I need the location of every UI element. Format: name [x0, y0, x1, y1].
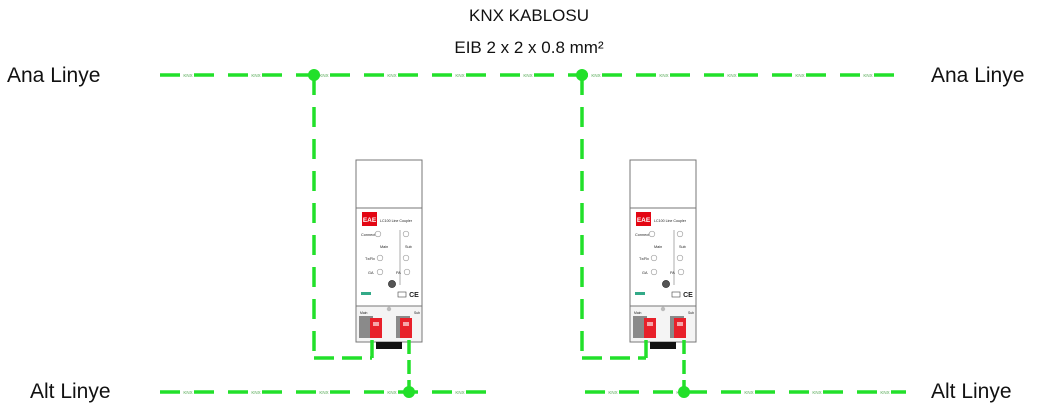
sub-junction-1 [403, 386, 415, 398]
cable-marking: KNX [744, 390, 753, 395]
cable-spec: EIB 2 x 2 x 0.8 mm² [454, 38, 604, 57]
din-clip [376, 342, 402, 349]
txrx-main-led [650, 254, 658, 262]
terminal-main-slot [647, 322, 653, 326]
brand-logo-text: EAE [363, 217, 377, 224]
main-line-label-left: Ana Linye [7, 64, 101, 87]
cable-marking: KNX [251, 390, 260, 395]
terminal-main-label: Main [634, 311, 641, 315]
pa-led [677, 268, 685, 276]
txrx-sub-led [402, 254, 410, 262]
terminal-sub-label: Sub [688, 311, 694, 315]
pa-led [403, 268, 411, 276]
ga-led [650, 268, 658, 276]
txrx-sub-led [676, 254, 684, 262]
coupler-top-cover [629, 159, 697, 209]
brand-badge [362, 212, 377, 226]
cable-title: KNX KABLOSU [469, 6, 589, 25]
model-label: LC100 Line Coupler [380, 219, 413, 223]
cable-marking: KNX [455, 73, 464, 78]
cable-marking: KNX [319, 73, 328, 78]
knx-logo-icon [635, 292, 645, 295]
terminal-sub-red [674, 318, 686, 338]
txrx-label: Tx/Rx [365, 257, 375, 261]
terminal-main-grey [633, 316, 647, 338]
cable-marking: KNX [523, 73, 532, 78]
cable-marking: KNX [795, 73, 804, 78]
main-led [402, 230, 410, 238]
txrx-main-led [376, 254, 384, 262]
connect-led [648, 230, 656, 238]
ga-led [376, 268, 384, 276]
terminal-sub-label: Sub [414, 311, 420, 315]
sub-line-1-cable: KNX KNX KNX KNX KNX [160, 390, 490, 395]
main-junction-2 [576, 69, 588, 81]
terminal-sub-slot [677, 322, 683, 326]
symbol-icon [671, 291, 681, 298]
programming-button-icon [388, 280, 396, 288]
sub-line-label-left: Alt Linye [30, 380, 111, 403]
ga-label: GA [642, 271, 648, 275]
cable-marking: KNX [387, 390, 396, 395]
terminal-main-grey [359, 316, 373, 338]
main-label: Main [380, 245, 388, 249]
cable-marking: KNX [183, 390, 192, 395]
sub-label: Sub [679, 245, 686, 249]
cable-marking: KNX [251, 73, 260, 78]
cable-marking: KNX [812, 390, 821, 395]
cable-marking: KNX [727, 73, 736, 78]
ce-mark: CE [409, 292, 419, 299]
main-junction-1 [308, 69, 320, 81]
pa-label: PA [670, 271, 675, 275]
connect-label: Connect [635, 233, 650, 237]
main-line-label-right: Ana Linye [931, 64, 1025, 87]
symbol-icon [397, 291, 407, 298]
ga-label: GA [368, 271, 374, 275]
terminal-main-red [370, 318, 382, 338]
cable-marking: KNX [659, 73, 668, 78]
cable-marking: KNX [319, 390, 328, 395]
din-clip [650, 342, 676, 349]
pa-label: PA [396, 271, 401, 275]
cable-marking: KNX [608, 390, 617, 395]
brand-logo-text: EAE [637, 217, 651, 224]
sub-line-label-right: Alt Linye [931, 380, 1012, 403]
terminal-main-red [644, 318, 656, 338]
cable-marking: KNX [387, 73, 396, 78]
sub-label: Sub [405, 245, 412, 249]
cable-marking: KNX [455, 390, 464, 395]
main-line-cable: KNX KNX KNX KNX KNX KNX KNX KNX KNX KNX KNX [160, 73, 906, 78]
knx-logo-icon [361, 292, 371, 295]
terminal-main-slot [373, 322, 379, 326]
cable-marking: KNX [591, 73, 600, 78]
ce-mark: CE [683, 292, 693, 299]
coupler-top-cover [355, 159, 423, 209]
terminal-main-label: Main [360, 311, 367, 315]
sub-junction-2 [678, 386, 690, 398]
cable-marking: KNX [880, 390, 889, 395]
programming-button-icon [662, 280, 670, 288]
base-screw-icon [386, 306, 392, 312]
main-led [676, 230, 684, 238]
brand-badge [636, 212, 651, 226]
terminal-sub-red [400, 318, 412, 338]
txrx-label: Tx/Rx [639, 257, 649, 261]
base-screw-icon [660, 306, 666, 312]
connect-label: Connect [361, 233, 376, 237]
terminal-sub-slot [403, 322, 409, 326]
cable-marking: KNX [863, 73, 872, 78]
connect-led [374, 230, 382, 238]
main-label: Main [654, 245, 662, 249]
cable-marking: KNX [183, 73, 192, 78]
model-label: LC100 Line Coupler [654, 219, 687, 223]
